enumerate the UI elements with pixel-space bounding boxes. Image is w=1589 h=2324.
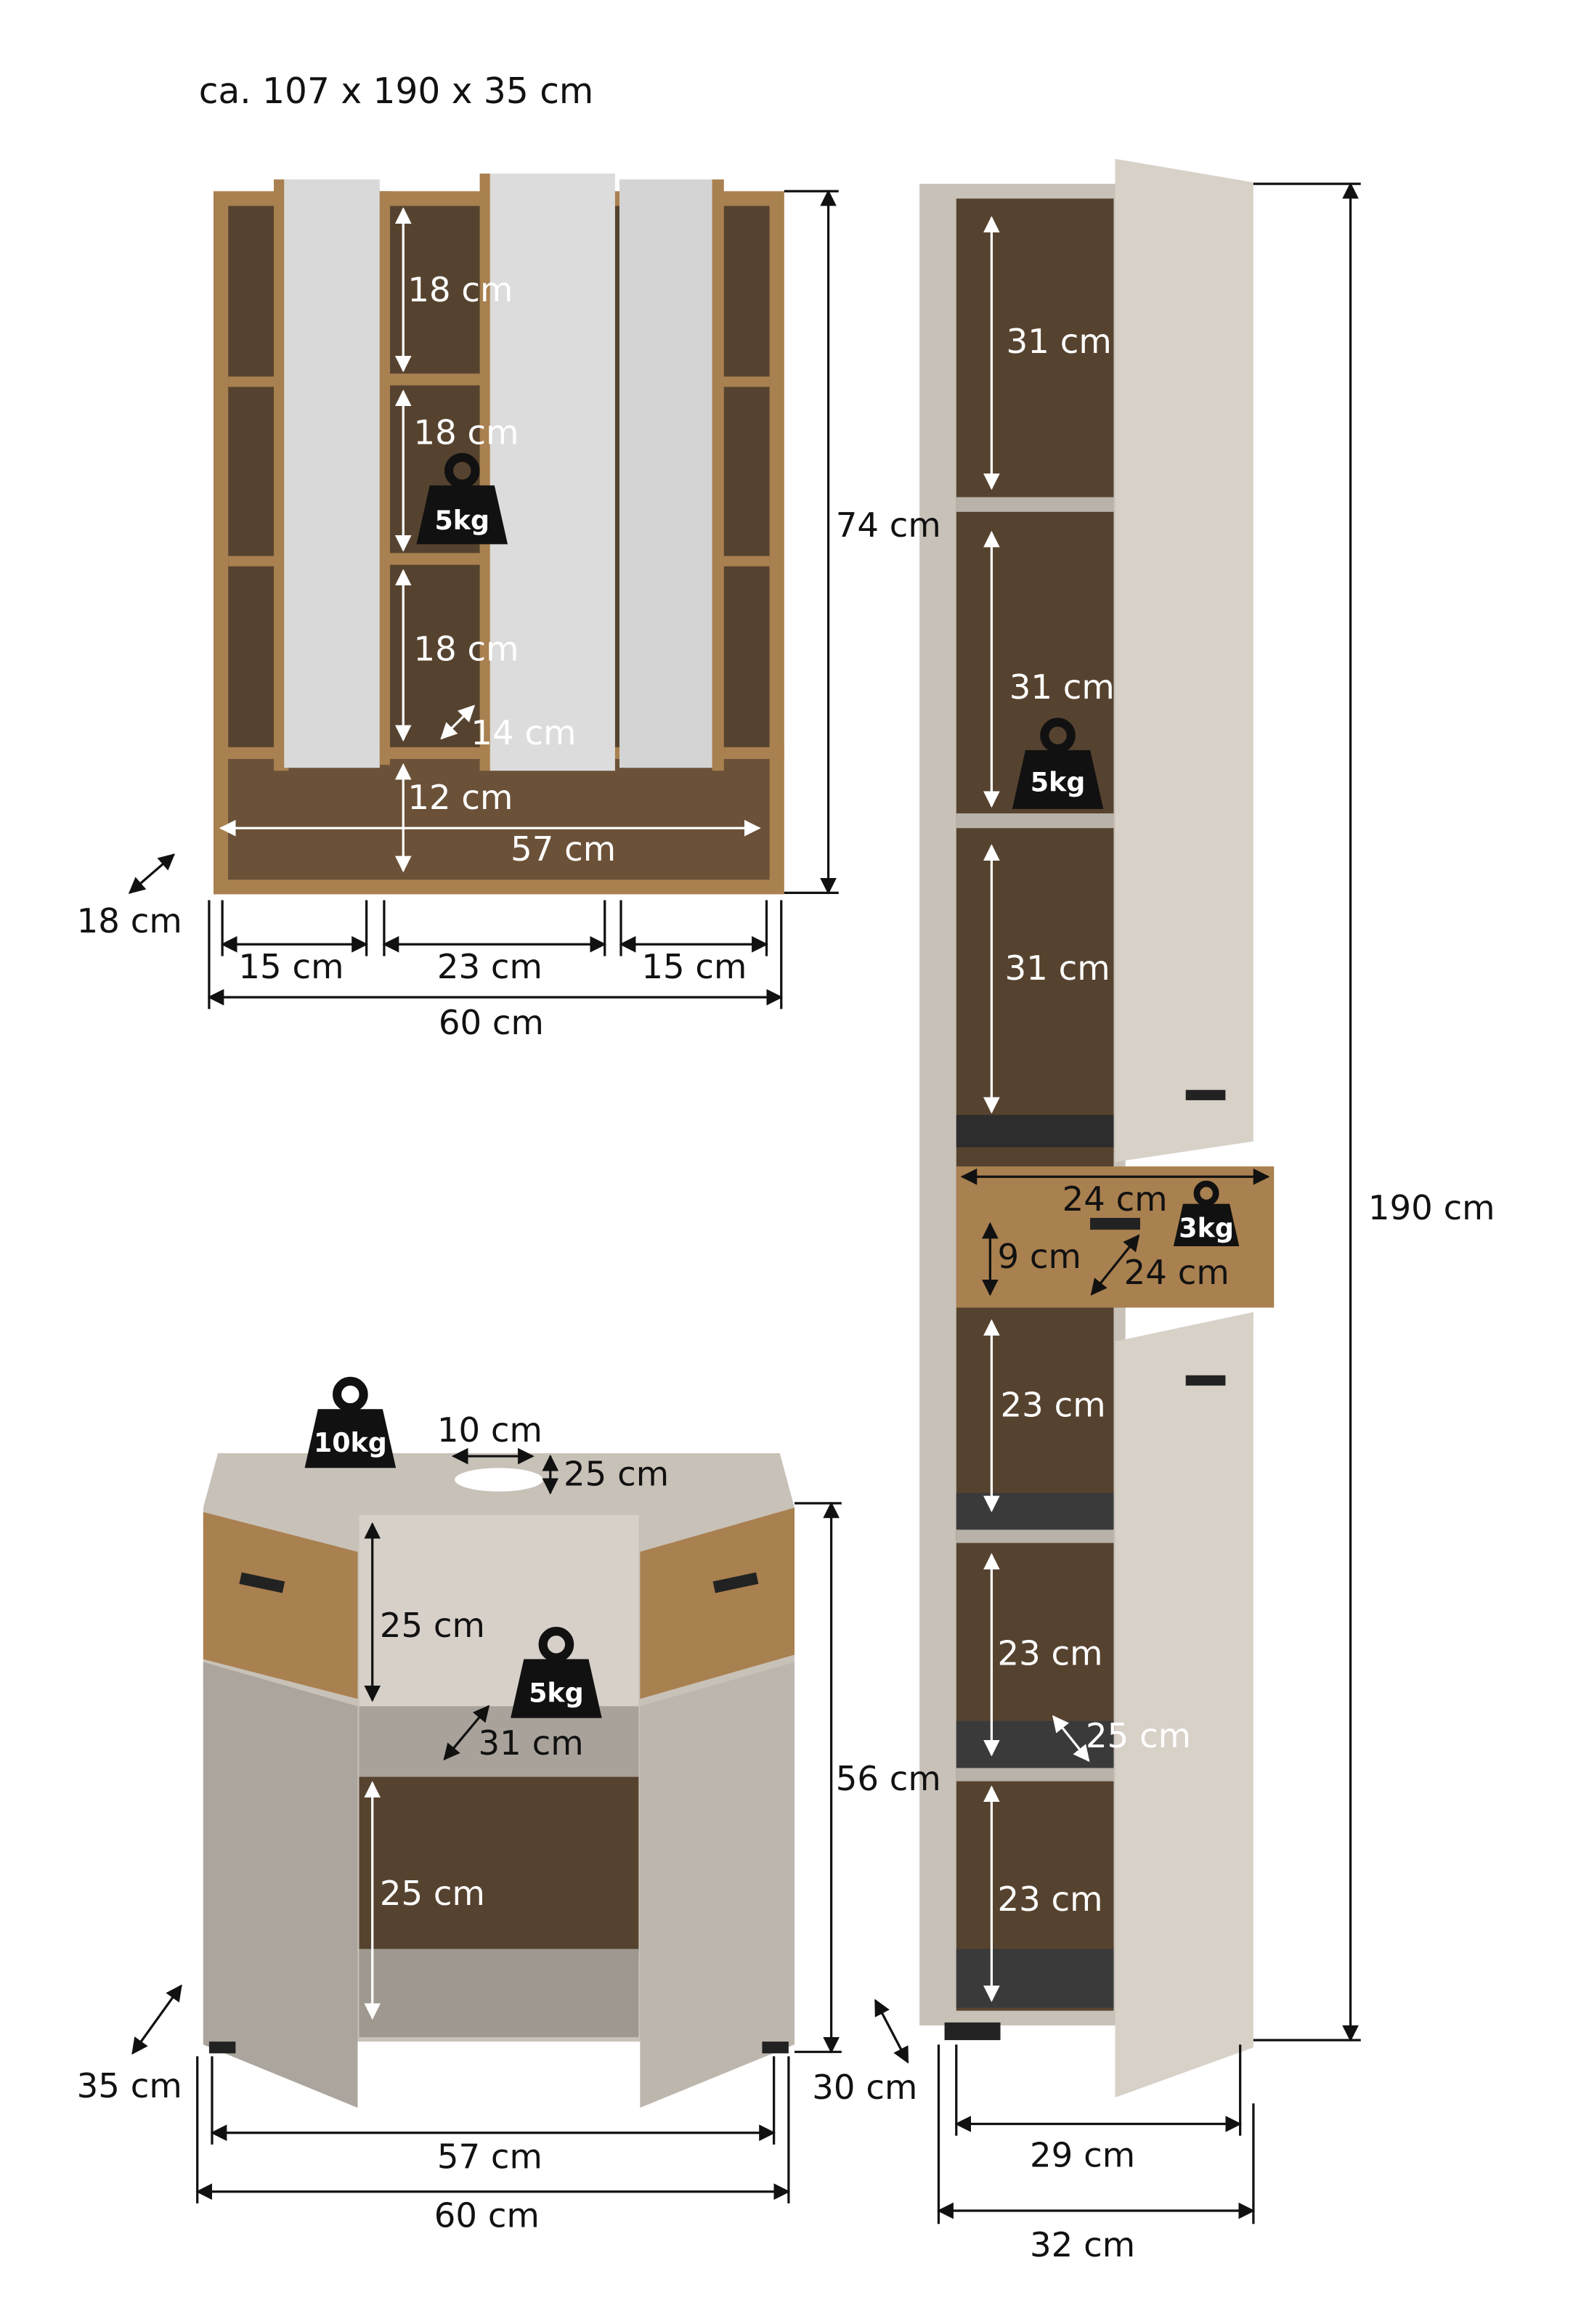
right-door — [640, 1662, 794, 2108]
label-depth: 18 cm — [77, 901, 182, 940]
right-drawer-handle — [712, 1572, 759, 1593]
label-depth: 35 cm — [77, 2066, 182, 2105]
mirror-cabinet-dimensions: 18 cm 18 cm 18 cm 14 cm 12 cm 57 cm 5kg … — [77, 190, 839, 1042]
label-total-width: 32 cm — [1030, 2225, 1135, 2264]
label-cutout-width: 10 cm — [437, 1410, 542, 1450]
label-upper-shelf-2: 31 cm — [1009, 667, 1115, 707]
upper-door — [1115, 158, 1253, 1163]
weight-icon: 10kg — [305, 1381, 397, 1468]
label-upper-height: 25 cm — [380, 1606, 485, 1645]
weight-icon: 5kg — [1012, 722, 1104, 808]
weight-icon: 5kg — [511, 1631, 602, 1718]
label-upper-shelf-1: 31 cm — [1007, 322, 1112, 361]
label-cutout-depth: 25 cm — [564, 1455, 669, 1494]
label-bottom-height: 12 cm — [407, 778, 513, 817]
svg-text:5kg: 5kg — [1031, 767, 1086, 798]
label-shelf-height-2: 18 cm — [413, 413, 519, 452]
label-lower-height: 25 cm — [380, 1874, 485, 1913]
mirror-door-center — [489, 173, 615, 771]
mirror-door-right — [619, 179, 714, 768]
tall-cabinet — [919, 158, 1275, 2098]
label-drawer-width: 24 cm — [1062, 1179, 1168, 1219]
label-lower-shelf-1: 23 cm — [1001, 1385, 1106, 1424]
svg-text:5kg: 5kg — [529, 1677, 584, 1708]
label-lower-shelf-3: 23 cm — [997, 1880, 1102, 1919]
left-drawer — [203, 1512, 358, 1699]
vanity-unit — [203, 1453, 795, 2108]
svg-text:10kg: 10kg — [314, 1427, 387, 1458]
label-middle-width: 23 cm — [437, 947, 542, 986]
mirror-door-left — [284, 179, 380, 768]
lower-door-handle — [1185, 1375, 1226, 1386]
label-height: 56 cm — [836, 1759, 941, 1798]
left-door — [203, 1662, 358, 2108]
label-shelf-depth: 14 cm — [471, 713, 576, 752]
label-height: 190 cm — [1368, 1188, 1495, 1227]
label-inner-width: 57 cm — [511, 829, 616, 869]
vanity-dimensions: 10kg 10 cm 25 cm 25 cm 5kg 31 cm 25 cm 5… — [77, 1381, 941, 2235]
right-drawer — [640, 1507, 794, 1699]
weight-icon: 3kg — [1174, 1184, 1239, 1246]
overall-dimensions-title: ca. 107 x 190 x 35 cm — [199, 71, 594, 112]
label-drawer-depth: 24 cm — [1124, 1253, 1230, 1292]
label-left-width: 15 cm — [238, 947, 344, 986]
label-inner-width: 57 cm — [437, 2137, 542, 2176]
label-upper-shelf-3: 31 cm — [1005, 948, 1110, 988]
label-height: 74 cm — [836, 505, 941, 545]
label-depth: 30 cm — [812, 2068, 917, 2107]
svg-text:5kg: 5kg — [434, 505, 489, 536]
label-right-width: 15 cm — [641, 947, 747, 986]
left-drawer-handle — [239, 1572, 285, 1593]
tall-cabinet-dimensions: 31 cm 31 cm 31 cm 5kg 24 cm 9 cm 24 cm 3… — [812, 182, 1495, 2264]
label-shelf-height-3: 18 cm — [413, 629, 519, 668]
lower-door — [1115, 1312, 1253, 2098]
label-total-width: 60 cm — [434, 2195, 540, 2235]
label-inner-width: 29 cm — [1030, 2135, 1135, 2174]
upper-door-handle — [1185, 1089, 1226, 1100]
label-shelf-height-1: 18 cm — [407, 270, 513, 309]
label-lower-depth: 25 cm — [1086, 1716, 1191, 1755]
svg-text:3kg: 3kg — [1179, 1212, 1234, 1243]
label-drawer-height: 9 cm — [997, 1237, 1081, 1276]
label-lower-shelf-2: 23 cm — [997, 1634, 1102, 1673]
label-shelf-depth: 31 cm — [479, 1723, 584, 1763]
drawer-handle — [1090, 1217, 1140, 1230]
label-total-width: 60 cm — [439, 1003, 544, 1042]
weight-icon: 5kg — [416, 458, 508, 544]
